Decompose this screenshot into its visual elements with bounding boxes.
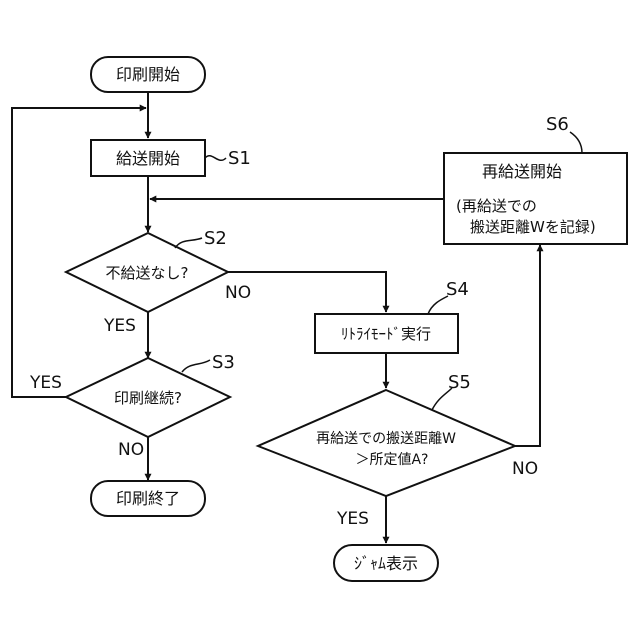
step-label-s2: S2 bbox=[204, 228, 227, 249]
end-label: 印刷終了 bbox=[116, 489, 180, 508]
step-label-s5: S5 bbox=[448, 372, 471, 393]
s1-label: 給送開始 bbox=[116, 149, 180, 168]
s6-label: 再給送開始 bbox=[482, 162, 562, 181]
s3-no-label: NO bbox=[118, 440, 144, 460]
s3-yes-label: YES bbox=[29, 373, 62, 393]
jam-display-label: ｼﾞｬﾑ表示 bbox=[354, 554, 418, 573]
s4-label: ﾘﾄﾗｲﾓｰﾄﾞ実行 bbox=[341, 325, 431, 343]
step-label-s4: S4 bbox=[446, 279, 469, 300]
s5-label-line2: ＞所定値A? bbox=[355, 452, 428, 468]
start-label: 印刷開始 bbox=[116, 65, 180, 84]
s2-yes-label: YES bbox=[103, 316, 136, 336]
s3-label: 印刷継続? bbox=[114, 389, 182, 407]
s6-note-line2: 搬送距離Wを記録) bbox=[470, 218, 596, 236]
step-label-s6: S6 bbox=[546, 114, 569, 135]
s4-leader bbox=[428, 296, 448, 314]
s5-yes-label: YES bbox=[336, 509, 369, 529]
s2-leader bbox=[175, 238, 202, 248]
s2-no-label: NO bbox=[225, 283, 251, 303]
s1-leader bbox=[205, 156, 226, 161]
s2-label: 不給送なし? bbox=[106, 264, 189, 282]
arrow-s2-no-to-s4 bbox=[228, 272, 386, 312]
step-label-s3: S3 bbox=[212, 352, 235, 373]
s3-leader bbox=[182, 360, 210, 372]
s5-no-label: NO bbox=[512, 459, 538, 479]
s6-note-line1: (再給送での bbox=[456, 197, 537, 215]
step-label-s1: S1 bbox=[228, 148, 251, 169]
arrow-s5-no-to-s6 bbox=[515, 245, 540, 446]
s5-label-line1: 再給送での搬送距離W bbox=[316, 430, 456, 447]
s6-leader bbox=[570, 132, 582, 153]
